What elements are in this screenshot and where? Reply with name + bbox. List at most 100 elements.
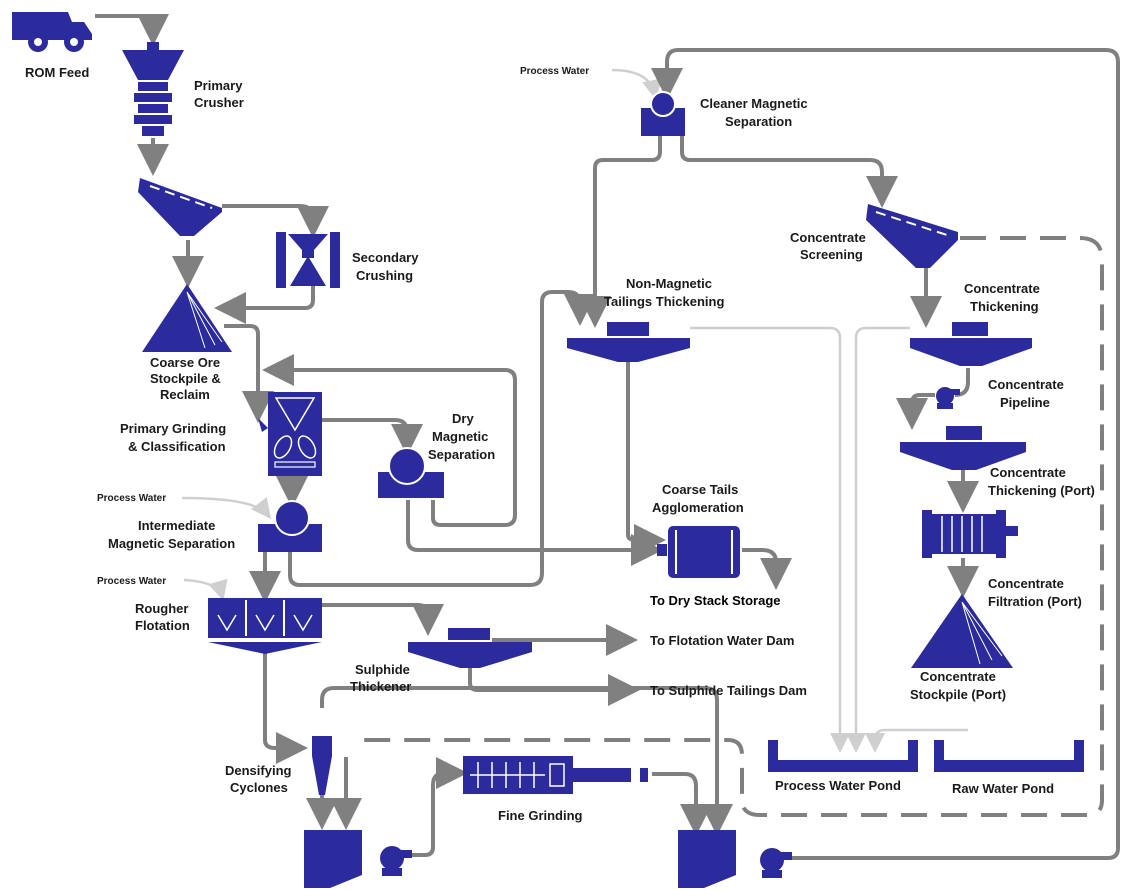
dry-magnetic-separator-icon	[378, 447, 444, 498]
label-conc-thick-port-1: Concentrate	[990, 465, 1066, 480]
concentrate-pipeline-pump-icon	[936, 387, 960, 409]
pipe-drymag-to-agglomeration	[406, 500, 663, 566]
label-process-water-pond: Process Water Pond	[775, 778, 901, 793]
label-conc-pipeline-2: Pipeline	[1000, 395, 1050, 410]
concentrate-stockpile-icon	[911, 594, 1013, 668]
label-primary-grinding-1: Primary Grinding	[120, 421, 226, 436]
pipe-cleaner-to-screening	[680, 136, 898, 208]
pipe-pump-to-finegrinding	[410, 757, 468, 857]
pipe-agglomeration-to-drystack	[742, 548, 792, 590]
label-conc-pipeline-1: Concentrate	[988, 377, 1064, 392]
intermediate-magnetic-separator-icon	[258, 500, 322, 552]
label-dry-mag-2: Magnetic	[432, 429, 488, 444]
label-densifying-2: Cyclones	[230, 780, 288, 795]
label-conc-screening-1: Concentrate	[790, 230, 866, 245]
concentrate-screen-icon	[866, 204, 958, 268]
label-process-water-intermediate: Process Water	[97, 493, 166, 504]
dashed-boundary-concentrate	[352, 236, 1104, 817]
label-raw-water-pond: Raw Water Pond	[952, 781, 1054, 796]
label-coarse-tails-2: Agglomeration	[652, 500, 744, 515]
label-conc-stockpile-2: Stockpile (Port)	[910, 687, 1006, 702]
water-line-cleaner	[611, 68, 662, 100]
label-sulphide-1: Sulphide	[355, 662, 410, 677]
pipe-stockpile-to-grinding	[224, 324, 274, 423]
raw-water-pond-icon	[934, 740, 1084, 772]
label-fine-grinding: Fine Grinding	[498, 808, 583, 823]
label-conc-thick-port-2: Thickening (Port)	[988, 483, 1095, 498]
label-to-flotation-dam: To Flotation Water Dam	[650, 633, 794, 648]
water-line-nonmag-to-pond	[690, 326, 850, 753]
cleaner-magnetic-separator-icon	[641, 91, 685, 136]
water-line-conc-to-pond	[846, 326, 910, 753]
label-coarse-ore-1: Coarse Ore	[150, 355, 220, 370]
process-water-pond-icon	[768, 740, 918, 772]
pipe-rougher-to-cyclones	[263, 652, 308, 764]
label-intermediate-mag-1: Intermediate	[138, 518, 215, 533]
pipe-pump-to-cleaner	[651, 48, 1120, 860]
label-secondary-crushing-2: Crushing	[356, 268, 413, 283]
label-sulphide-2: Thickener	[350, 679, 411, 694]
label-primary-crusher-1: Primary	[194, 78, 243, 93]
label-conc-filtration-2: Filtration (Port)	[988, 594, 1082, 609]
label-conc-thickening-1: Concentrate	[964, 281, 1040, 296]
nonmag-tailings-thickener-icon	[567, 322, 690, 362]
agglomeration-drum-icon	[657, 526, 740, 578]
label-rom-feed: ROM Feed	[25, 65, 89, 80]
primary-crusher-icon	[122, 42, 184, 136]
water-line-raw-to-process	[865, 728, 968, 753]
pipe-drymag-recycle	[262, 354, 517, 527]
label-conc-stockpile-1: Concentrate	[920, 669, 996, 684]
label-rougher-2: Flotation	[135, 618, 190, 633]
pipe-cleaner-to-nonmag	[579, 136, 662, 328]
label-to-sulphide-dam: To Sulphide Tailings Dam	[650, 683, 807, 698]
water-line-rougher	[183, 578, 228, 601]
pipe-secondary-to-stockpile	[214, 285, 315, 324]
label-coarse-tails-1: Coarse Tails	[662, 482, 738, 497]
label-dry-mag-3: Separation	[428, 447, 495, 462]
pipe-cyclone-overflow-to-hopper	[320, 686, 733, 836]
label-conc-thickening-2: Thickening	[970, 299, 1039, 314]
label-cleaner-mag-1: Cleaner Magnetic	[700, 96, 808, 111]
pipe-grinding-to-drymag	[322, 418, 423, 456]
port-thickener-icon	[900, 426, 1026, 470]
concentrate-thickener-icon	[910, 322, 1032, 366]
label-to-dry-stack: To Dry Stack Storage	[650, 593, 781, 608]
label-primary-crusher-2: Crusher	[194, 95, 244, 110]
slurry-hopper-1-icon	[304, 830, 362, 888]
water-line-intermediate	[181, 496, 272, 519]
rom-truck-icon	[12, 12, 92, 52]
label-coarse-ore-2: Stockpile &	[150, 371, 221, 386]
pipe-nonmag-to-agglomeration	[626, 360, 666, 556]
slurry-hopper-2-icon	[678, 830, 736, 888]
label-intermediate-mag-2: Magnetic Separation	[108, 536, 235, 551]
rougher-flotation-cells-icon	[208, 598, 322, 654]
slurry-pump-2-icon	[760, 848, 792, 878]
pipe-pipeline-to-port-thickener	[896, 393, 935, 430]
label-process-water-rougher: Process Water	[97, 576, 166, 587]
secondary-crusher-icon	[276, 232, 340, 288]
label-dry-mag-1: Dry	[452, 411, 474, 426]
pipe-rougher-to-sulphide	[322, 603, 444, 636]
coarse-ore-stockpile-icon	[142, 284, 232, 352]
sulphide-thickener-icon	[408, 628, 532, 668]
label-nonmag-2: Tailings Thickening	[604, 294, 724, 309]
label-cleaner-mag-2: Separation	[725, 114, 792, 129]
fine-grinding-mill-icon	[463, 756, 648, 794]
label-conc-screening-2: Screening	[800, 247, 863, 262]
primary-grinding-mill-icon	[258, 392, 322, 476]
label-process-water-cleaner: Process Water	[520, 66, 589, 77]
label-secondary-crushing-1: Secondary	[352, 250, 419, 265]
pipe-finegrinding-to-hopper	[652, 772, 712, 836]
pipe-screen-to-secondary	[222, 204, 329, 238]
label-coarse-ore-3: Reclaim	[160, 387, 210, 402]
filter-press-icon	[922, 510, 1018, 558]
pipe-intermediate-to-nonmag	[288, 290, 596, 587]
label-primary-grinding-2: & Classification	[128, 439, 226, 454]
label-nonmag-1: Non-Magnetic	[626, 276, 712, 291]
slurry-pump-1-icon	[380, 846, 412, 876]
label-conc-filtration-1: Concentrate	[988, 576, 1064, 591]
densifying-cyclone-icon	[312, 736, 332, 795]
pipe-rom-to-crusher	[95, 14, 169, 46]
label-densifying-1: Densifying	[225, 763, 292, 778]
